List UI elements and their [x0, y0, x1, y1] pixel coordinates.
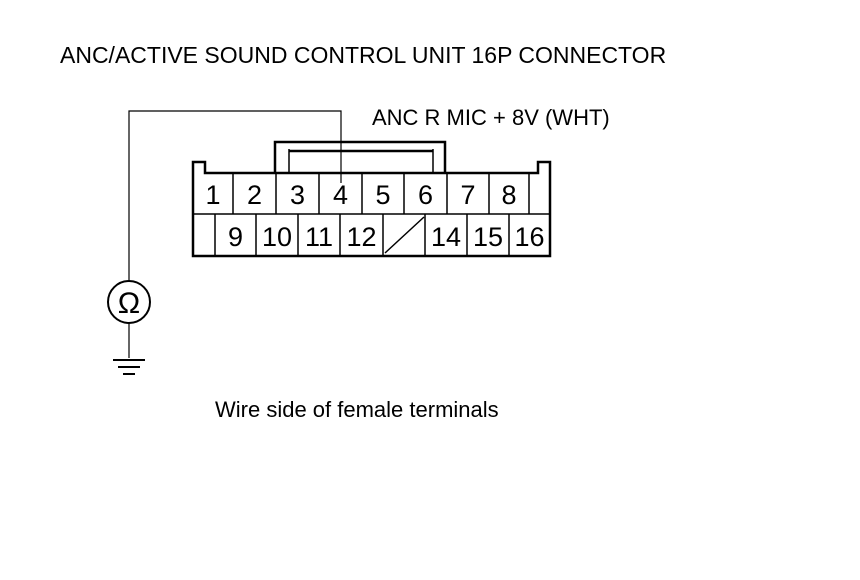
terminal-2: 2 [247, 180, 262, 210]
terminal-7: 7 [460, 180, 475, 210]
terminal-4: 4 [333, 180, 348, 210]
terminal-8: 8 [501, 180, 516, 210]
wire-label: ANC R MIC + 8V (WHT) [372, 105, 610, 130]
terminal-12: 12 [346, 222, 376, 252]
probe-wire [128, 110, 342, 281]
terminal-6: 6 [418, 180, 433, 210]
terminal-16: 16 [514, 222, 544, 252]
connector-housing [191, 160, 552, 258]
terminal-3: 3 [290, 180, 305, 210]
connector-lock-tab [273, 140, 447, 173]
caption: Wire side of female terminals [215, 397, 499, 422]
terminal-9: 9 [228, 222, 243, 252]
terminal-15: 15 [473, 222, 503, 252]
ground-icon [113, 359, 145, 375]
ohm-symbol: Ω [118, 287, 140, 320]
diagram-title: ANC/ACTIVE SOUND CONTROL UNIT 16P CONNEC… [60, 42, 666, 68]
terminal-1: 1 [205, 180, 220, 210]
terminal-11: 11 [305, 222, 333, 252]
terminal-10: 10 [262, 222, 292, 252]
terminal-14: 14 [431, 222, 461, 252]
blocked-cavity-slash [384, 216, 425, 254]
ohmmeter-icon: Ω [107, 280, 151, 324]
terminal-5: 5 [375, 180, 390, 210]
